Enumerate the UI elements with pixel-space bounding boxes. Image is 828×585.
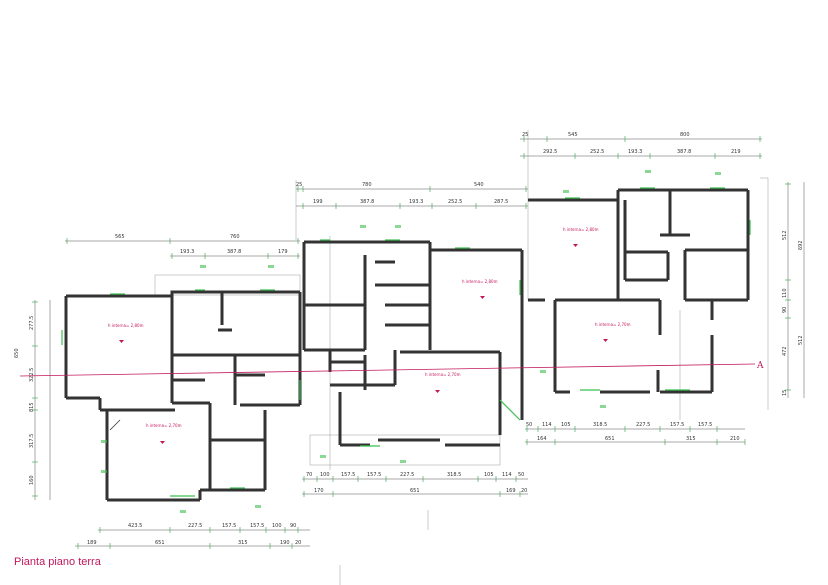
window-marks bbox=[61, 187, 751, 497]
dimension-label: 545 bbox=[568, 132, 578, 138]
dimension-label: 170 bbox=[314, 488, 324, 494]
room-label-4: h interna= 2,70m bbox=[425, 372, 461, 377]
dimension-label: 692 bbox=[798, 240, 804, 250]
dimension-label: 227.5 bbox=[188, 523, 202, 529]
room-label-6: h interna= 2,70m bbox=[595, 322, 631, 327]
small-markers bbox=[101, 170, 721, 513]
unit-middle bbox=[302, 240, 524, 447]
dimension-label: 199 bbox=[313, 199, 323, 205]
dimension-label: 292.5 bbox=[543, 149, 557, 155]
dimension-label: 277.5 bbox=[29, 316, 35, 330]
dimension-label: 20 bbox=[521, 488, 527, 494]
dimension-label: 50 bbox=[526, 422, 532, 428]
dimension-label: 157.5 bbox=[698, 422, 712, 428]
plan-caption: Pianta piano terra bbox=[14, 556, 101, 568]
dimension-label: 651 bbox=[410, 488, 420, 494]
dimension-label: 317.5 bbox=[29, 434, 35, 448]
dimension-label: 780 bbox=[362, 182, 372, 188]
dimension-label: 164 bbox=[537, 436, 547, 442]
dimension-label: 318.5 bbox=[447, 472, 461, 478]
section-marker-label: A bbox=[756, 361, 764, 371]
dimension-label: 193.3 bbox=[409, 199, 423, 205]
dimension-label: 15 bbox=[782, 390, 788, 396]
dimension-label: 387.8 bbox=[227, 249, 241, 255]
dimension-label: 157.5 bbox=[670, 422, 684, 428]
dimension-label: 315 bbox=[686, 436, 696, 442]
dimension-label: 25 bbox=[522, 132, 528, 138]
room-label-5: h interna= 2,80m bbox=[563, 227, 599, 232]
dimension-label: 219 bbox=[731, 149, 741, 155]
dimension-label: 193.3 bbox=[628, 149, 642, 155]
height-marker-2 bbox=[160, 441, 165, 444]
dimension-label: 100 bbox=[272, 523, 282, 529]
dimension-lines bbox=[34, 138, 805, 547]
dimension-label: 650 bbox=[14, 348, 20, 358]
cad-guides bbox=[154, 130, 769, 585]
dimension-label: 179 bbox=[278, 249, 288, 255]
dimension-texts: 25 545 800 292.5 252.5 193.3 387.8 219 2… bbox=[14, 132, 804, 546]
dimension-label: 322.5 bbox=[29, 368, 35, 382]
dimension-label: 90 bbox=[290, 523, 296, 529]
dimension-ticks bbox=[32, 136, 791, 549]
dimension-label: 157.5 bbox=[341, 472, 355, 478]
room-label-3: h interna= 2,80m bbox=[462, 279, 498, 284]
dimension-label: 105 bbox=[561, 422, 571, 428]
unit-left bbox=[64, 290, 302, 502]
dimension-label: 651 bbox=[605, 436, 615, 442]
dimension-label: 169 bbox=[506, 488, 516, 494]
dimension-label: 157.5 bbox=[367, 472, 381, 478]
dimension-label: 540 bbox=[474, 182, 484, 188]
room-label-1: h interna= 2,80m bbox=[108, 323, 144, 328]
dimension-label: 252.5 bbox=[448, 199, 462, 205]
dimension-label: 315 bbox=[238, 540, 248, 546]
dimension-label: 565 bbox=[115, 234, 125, 240]
dimension-label: 105 bbox=[484, 472, 494, 478]
dimension-label: 25 bbox=[296, 182, 302, 188]
height-marker-3 bbox=[480, 296, 485, 299]
dimension-label: 50 bbox=[518, 472, 524, 478]
dimension-label: 157.5 bbox=[222, 523, 236, 529]
unit-right bbox=[528, 188, 750, 394]
dimension-label: 157.5 bbox=[250, 523, 264, 529]
dimension-label: 227.5 bbox=[636, 422, 650, 428]
dimension-label: 387.8 bbox=[360, 199, 374, 205]
dimension-label: 110 bbox=[782, 288, 788, 298]
dimension-label: 423.5 bbox=[128, 523, 142, 529]
dimension-label: 760 bbox=[230, 234, 240, 240]
dimension-label: 815 bbox=[29, 402, 35, 412]
section-line: A bbox=[19, 361, 764, 377]
dimension-label: 472 bbox=[782, 346, 788, 356]
dimension-label: 651 bbox=[155, 540, 165, 546]
dimension-label: 800 bbox=[680, 132, 690, 138]
dimension-label: 100 bbox=[320, 472, 330, 478]
height-marker-6 bbox=[603, 339, 608, 342]
dimension-label: 189 bbox=[87, 540, 97, 546]
dimension-label: 114 bbox=[542, 422, 552, 428]
dimension-label: 210 bbox=[730, 436, 740, 442]
dimension-label: 190 bbox=[280, 540, 290, 546]
height-marker-4 bbox=[435, 390, 440, 393]
dimension-label: 252.5 bbox=[590, 149, 604, 155]
height-marker-5 bbox=[573, 244, 578, 247]
height-marker-1 bbox=[119, 340, 124, 343]
dimension-label: 160 bbox=[29, 475, 35, 485]
dimension-label: 193.3 bbox=[180, 249, 194, 255]
dimension-label: 20 bbox=[295, 540, 301, 546]
room-label-2: h interna= 2,70m bbox=[146, 423, 182, 428]
dimension-label: 318.5 bbox=[593, 422, 607, 428]
dimension-label: 114 bbox=[502, 472, 512, 478]
dimension-label: 90 bbox=[782, 307, 788, 313]
dimension-label: 387.8 bbox=[677, 149, 691, 155]
dimension-label: 287.5 bbox=[494, 199, 508, 205]
dimension-label: 512 bbox=[782, 230, 788, 240]
dimension-label: 512 bbox=[798, 335, 804, 345]
dimension-label: 70 bbox=[306, 472, 312, 478]
room-labels: h interna= 2,80m h interna= 2,70m h inte… bbox=[108, 227, 631, 444]
dimension-label: 227.5 bbox=[400, 472, 414, 478]
